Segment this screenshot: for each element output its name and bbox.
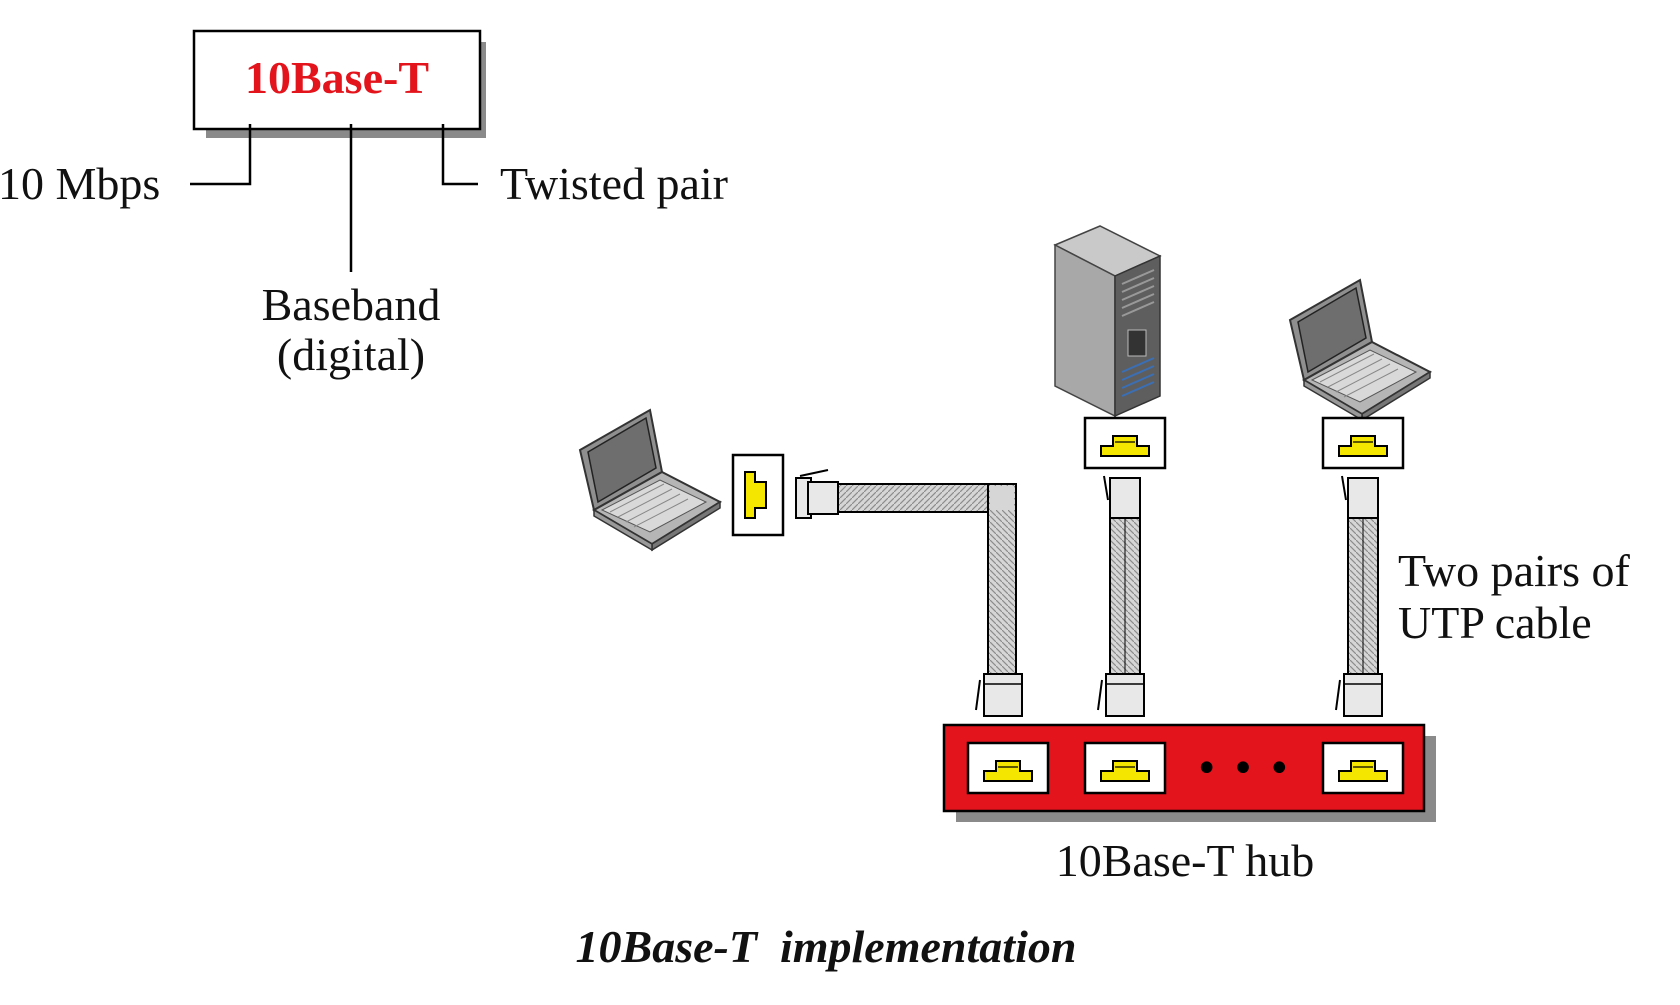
laptop-right-jack: [1321, 416, 1405, 470]
server: [1053, 225, 1162, 418]
hub-label: 10Base-T hub: [1056, 835, 1315, 886]
laptop-icon: [579, 409, 721, 551]
server-jack: [1083, 416, 1167, 470]
cable-left: [795, 469, 1023, 717]
laptop-right: [1289, 279, 1431, 421]
server-tower-icon: [1053, 225, 1162, 418]
name-box-title: 10Base-T: [245, 52, 429, 103]
label-speed: 10 Mbps: [0, 158, 160, 209]
laptop-left: [579, 409, 721, 551]
label-medium: Twisted pair: [500, 158, 728, 209]
rj45-jack-icon: [1083, 741, 1167, 795]
hub-port-ellipsis: • • •: [1195, 746, 1291, 792]
label-cable-line1: Two pairs of: [1398, 545, 1631, 596]
cable-server: [1097, 475, 1145, 717]
rj45-jack-icon: [1321, 741, 1405, 795]
figure-caption: 10Base-T implementation: [576, 921, 1077, 972]
laptop-icon: [1289, 279, 1431, 421]
cable-right: [1335, 475, 1383, 717]
rj45-jack-icon: [966, 741, 1050, 795]
label-signal-line2: (digital): [277, 329, 425, 380]
laptop-left-jack: [731, 453, 785, 537]
rj45-jack-icon: [1321, 416, 1405, 470]
label-signal-line1: Baseband: [262, 279, 441, 330]
hub: • • •: [942, 723, 1436, 822]
label-cable-line2: UTP cable: [1398, 597, 1592, 648]
name-breakdown-lines: [190, 124, 478, 272]
name-box: 10Base-T: [192, 29, 486, 138]
rj45-jack-icon: [1083, 416, 1167, 470]
